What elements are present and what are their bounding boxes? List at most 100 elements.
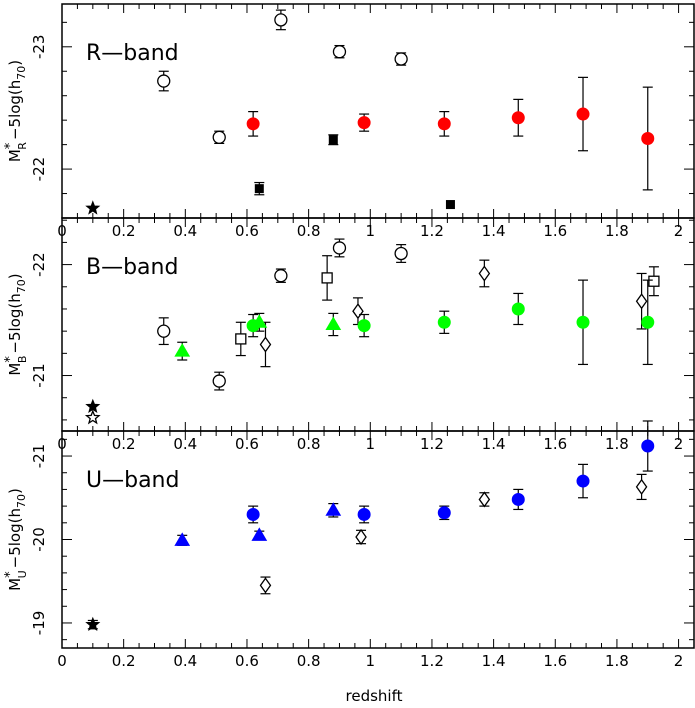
data-point: [84, 409, 101, 425]
x-tick-label: 0.4: [173, 652, 197, 670]
data-point: [246, 117, 260, 131]
data-point: [437, 506, 451, 520]
x-tick-label: 1.4: [482, 652, 506, 670]
data-point: [394, 246, 408, 261]
x-tick-label: 0.4: [173, 435, 197, 453]
data-point: [325, 316, 342, 330]
panel-u-band: 0 0.2 0.4 0.6 0.8 1 1.2 1.4 1.6 1.8 2 -19 -20 -21M*U−…: [3, 420, 695, 670]
series-open-diamond: [259, 473, 648, 595]
data-point: [641, 439, 655, 453]
data-point: [274, 13, 288, 27]
data-point: [576, 107, 590, 121]
data-point: [576, 315, 590, 329]
data-point: [246, 319, 260, 333]
y-tick-label: -21: [30, 363, 48, 388]
series-filled-circle: [246, 279, 655, 366]
x-tick-label: 1.6: [543, 435, 567, 453]
x-tick-label: 0.8: [297, 435, 321, 453]
x-tick-label: 0.6: [235, 222, 259, 240]
x-tick-label: 0.2: [112, 435, 136, 453]
x-tick-label: 1.4: [482, 222, 506, 240]
data-point: [85, 616, 101, 632]
y-tick-label: -19: [30, 611, 48, 636]
series-filled-circle: [246, 420, 655, 524]
data-point: [357, 116, 371, 130]
data-point: [157, 324, 171, 338]
series-filled-star: [85, 398, 101, 414]
y-axis-label: M*R−5log(h70): [3, 60, 29, 162]
x-tick-label: 0.4: [173, 222, 197, 240]
series-filled-star: [85, 616, 101, 632]
y-tick-label: -22: [30, 252, 48, 277]
data-point: [394, 52, 408, 66]
series-filled-square: [254, 134, 455, 210]
x-tick-label: 0.8: [297, 222, 321, 240]
series-filled-star: [85, 200, 101, 215]
series-filled-triangle: [174, 502, 342, 546]
x-tick-label: 2: [674, 222, 684, 240]
data-point: [437, 117, 451, 131]
data-point: [251, 527, 268, 541]
series-open-circle: [157, 238, 408, 391]
data-point: [478, 265, 491, 282]
data-point: [321, 272, 333, 284]
x-tick-label: 0: [57, 652, 67, 670]
series-filled-circle: [246, 76, 655, 191]
plot-frame: [61, 217, 695, 432]
data-point: [641, 132, 655, 146]
x-tick-label: 1.6: [543, 652, 567, 670]
x-tick-label: 1: [366, 652, 376, 670]
x-tick-label: 1.8: [605, 435, 629, 453]
x-tick-label: 1.6: [543, 222, 567, 240]
data-point: [576, 474, 590, 488]
x-tick-label: 0.8: [297, 652, 321, 670]
x-tick-label: 1.8: [605, 652, 629, 670]
data-point: [641, 315, 655, 329]
y-tick-label: -22: [30, 157, 48, 182]
data-point: [246, 507, 260, 521]
data-point: [85, 200, 101, 215]
data-point: [259, 577, 272, 594]
data-point: [511, 302, 525, 316]
data-point: [328, 135, 338, 145]
data-point: [511, 492, 525, 506]
x-axis-label: redshift: [346, 687, 403, 705]
x-tick-label: 1.4: [482, 435, 506, 453]
data-point: [355, 528, 367, 546]
band-label: R—band: [86, 41, 179, 66]
series-open-diamond: [259, 259, 648, 368]
data-point: [235, 333, 247, 345]
x-tick-label: 0.6: [235, 435, 259, 453]
y-tick-label: -20: [30, 527, 48, 552]
data-point: [332, 45, 347, 59]
data-point: [85, 398, 101, 414]
x-tick-label: 0.2: [112, 222, 136, 240]
x-tick-label: 1.2: [420, 652, 444, 670]
data-point: [437, 315, 451, 329]
data-point: [332, 241, 347, 255]
data-point: [212, 374, 226, 388]
data-point: [259, 336, 272, 353]
data-point: [352, 303, 364, 320]
y-axis-label: M*U−5log(h70): [3, 488, 29, 591]
plot-frame: [61, 3, 695, 219]
band-label: B—band: [86, 255, 178, 280]
data-point: [445, 200, 455, 210]
y-axis-label: M*B−5log(h70): [3, 273, 29, 375]
y-tick-label: -21: [30, 444, 48, 469]
series-open-circle: [157, 9, 408, 145]
data-point: [357, 319, 371, 333]
data-point: [174, 343, 191, 357]
band-label: U—band: [86, 468, 179, 493]
x-tick-label: 2: [674, 435, 684, 453]
data-point: [635, 293, 648, 310]
data-point: [478, 491, 491, 508]
data-point: [157, 74, 171, 88]
x-tick-label: 1.2: [420, 222, 444, 240]
x-tick-label: 0.2: [112, 652, 136, 670]
x-tick-label: 1.2: [420, 435, 444, 453]
x-tick-label: 1: [366, 435, 376, 453]
data-point: [648, 275, 660, 287]
